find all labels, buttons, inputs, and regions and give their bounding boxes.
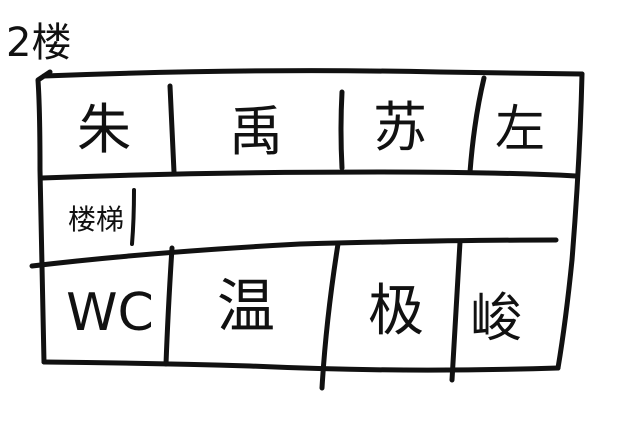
room-label-top-3: 苏: [373, 96, 427, 159]
corridor-bottom-wall: [29, 237, 559, 269]
outer-wall-left: [35, 69, 53, 365]
room-label-top-4: 左: [495, 100, 545, 158]
bottom-divider-1: [163, 245, 175, 367]
room-label-top-2: 禹: [229, 100, 283, 163]
bottom-divider-2: [319, 241, 341, 391]
room-label-bottom-1: WC: [66, 283, 154, 343]
room-label-bottom-2: 温: [217, 272, 275, 340]
outer-wall-right: [555, 71, 585, 371]
outer-wall-top: [41, 68, 585, 79]
stairs-label: 楼梯: [68, 203, 124, 236]
top-divider-1: [167, 83, 177, 175]
bottom-divider-3: [449, 239, 463, 383]
room-label-bottom-3: 极: [368, 279, 424, 344]
room-label-bottom-4: 峻: [470, 289, 522, 349]
floor-label: 2楼: [6, 20, 71, 66]
outer-wall-bottom: [41, 359, 561, 373]
corridor-top-wall: [39, 169, 579, 181]
top-divider-3: [467, 75, 487, 175]
stairs-divider: [130, 188, 136, 246]
room-label-top-1: 朱: [77, 98, 131, 161]
top-divider-2: [338, 89, 345, 171]
